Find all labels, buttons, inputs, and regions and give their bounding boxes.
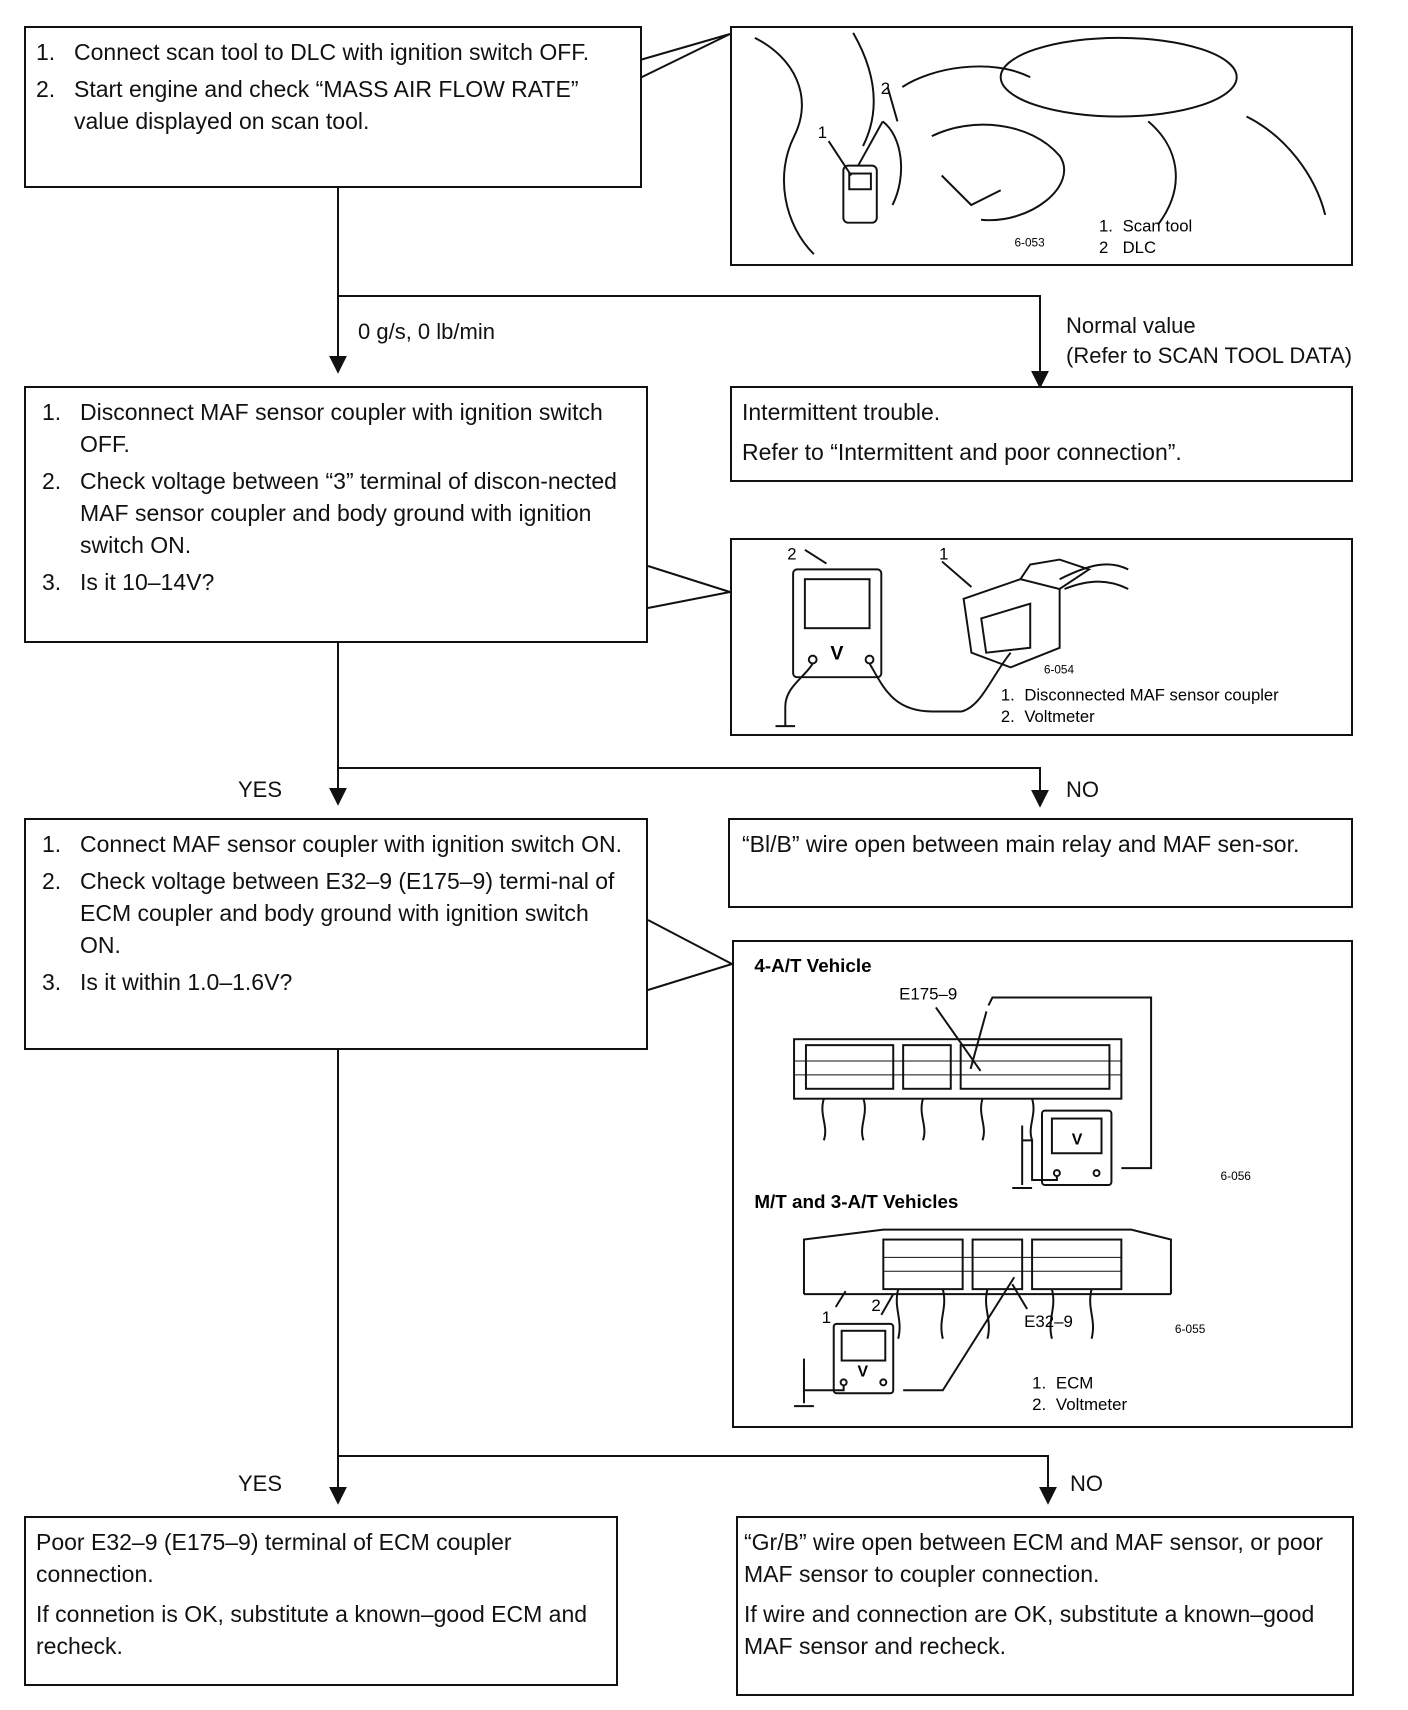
final-no-line-2: If wire and connection are OK, substitut…	[744, 1601, 1315, 1659]
fig1-legend-2-num: 2	[1099, 238, 1108, 257]
fig3-terminal-b: E32–9	[1024, 1312, 1073, 1331]
step3-box: 1.Connect MAF sensor coupler with igniti…	[24, 818, 648, 1050]
fig3-title-b: M/T and 3-A/T Vehicles	[754, 1191, 958, 1212]
final-yes-line-2: If connetion is OK, substitute a known–g…	[36, 1601, 588, 1659]
connector-step3-no	[338, 1455, 1057, 1505]
result1-line-1: Intermittent trouble.	[742, 399, 941, 425]
figure-ecm-terminal-check: 4-A/T Vehicle E175–9 V 6-056	[732, 940, 1353, 1428]
branch3-no-label: NO	[1070, 1471, 1103, 1496]
fig3-legend-1-text: ECM	[1056, 1373, 1093, 1392]
fig1-legend-2-text: DLC	[1123, 238, 1156, 257]
branch2-yes-label: YES	[238, 777, 283, 802]
step3-item-2: 2.Check voltage between E32–9 (E175–9) t…	[42, 868, 615, 958]
fig1-callout-1: 1	[818, 123, 827, 142]
fig3-legend-1-num: 1.	[1032, 1373, 1046, 1392]
fig1-code: 6-053	[1014, 235, 1045, 249]
connector-step2-no	[338, 767, 1049, 808]
fig3-terminal-a: E175–9	[899, 985, 957, 1004]
fig2-legend-1-num: 1.	[1001, 686, 1015, 705]
fig3-code-a: 6-056	[1221, 1169, 1252, 1183]
fig3-callout-1: 1	[822, 1308, 831, 1327]
final-yes-box: Poor E32–9 (E175–9) terminal of ECM coup…	[24, 1516, 618, 1686]
pointer-fig2	[647, 565, 731, 609]
branch1-right-label-1: Normal value	[1066, 313, 1196, 338]
fig1-legend-1-text: Scan tool	[1123, 217, 1193, 236]
fig3-legend-2-text: Voltmeter	[1056, 1395, 1128, 1414]
fig3-meter-b: V	[858, 1363, 869, 1380]
step1-item-1: 1.Connect scan tool to DLC with ignition…	[36, 39, 590, 65]
fig3-callout-2: 2	[871, 1296, 880, 1315]
pointer-fig1	[639, 33, 731, 79]
fig2-callout-1: 1	[939, 545, 948, 564]
fig1-callout-2: 2	[881, 79, 890, 98]
branch1-left-label: 0 g/s, 0 lb/min	[358, 319, 495, 344]
step2-box: 1.Disconnect MAF sensor coupler with ign…	[24, 386, 648, 643]
step1-box: 1.Connect scan tool to DLC with ignition…	[24, 26, 642, 188]
fig2-legend-2-text: Voltmeter	[1024, 707, 1095, 726]
fig2-legend-1-text: Disconnected MAF sensor coupler	[1024, 686, 1279, 705]
final-no-box: “Gr/B” wire open between ECM and MAF sen…	[736, 1516, 1354, 1696]
step2-item-3: 3.Is it 10–14V?	[42, 569, 215, 595]
final-no-line-1: “Gr/B” wire open between ECM and MAF sen…	[744, 1529, 1324, 1587]
fig3-legend-2-num: 2.	[1032, 1395, 1046, 1414]
fig2-code: 6-054	[1044, 663, 1075, 676]
result1-line-2: Refer to “Intermittent and poor connecti…	[742, 439, 1182, 465]
final-yes-line-1: Poor E32–9 (E175–9) terminal of ECM coup…	[36, 1529, 512, 1587]
fig2-legend-2-num: 2.	[1001, 707, 1015, 726]
figure-maf-coupler-voltmeter: V 1 2 6-054 1. Disconnected MAF sensor c…	[730, 538, 1353, 736]
branch2-no-label: NO	[1066, 777, 1099, 802]
result2-text: “Bl/B” wire open between main relay and …	[742, 831, 1300, 857]
fig3-code-b: 6-055	[1175, 1322, 1206, 1336]
fig3-title-a: 4-A/T Vehicle	[754, 955, 871, 976]
step3-item-1: 1.Connect MAF sensor coupler with igniti…	[42, 831, 622, 857]
fig2-callout-2: 2	[787, 545, 796, 564]
fig2-meter-label: V	[830, 643, 843, 665]
figure-scan-tool-dlc: 1 2 6-053 1. Scan tool 2 DLC	[730, 26, 1353, 266]
step3-item-3: 3.Is it within 1.0–1.6V?	[42, 969, 293, 995]
fig3-meter-a: V	[1072, 1131, 1083, 1148]
step1-item-2: 2.Start engine and check “MASS AIR FLOW …	[36, 76, 579, 134]
step2-item-2: 2.Check voltage between “3” terminal of …	[42, 468, 617, 558]
fig1-legend-1-num: 1.	[1099, 217, 1113, 236]
branch1-right-label-2: (Refer to SCAN TOOL DATA)	[1066, 343, 1353, 368]
pointer-fig3	[647, 919, 735, 991]
step2-item-1: 1.Disconnect MAF sensor coupler with ign…	[42, 399, 603, 457]
result-blb-wire-box: “Bl/B” wire open between main relay and …	[728, 818, 1353, 908]
branch3-yes-label: YES	[238, 1471, 283, 1496]
result-intermittent-box: Intermittent trouble. Refer to “Intermit…	[730, 386, 1353, 482]
